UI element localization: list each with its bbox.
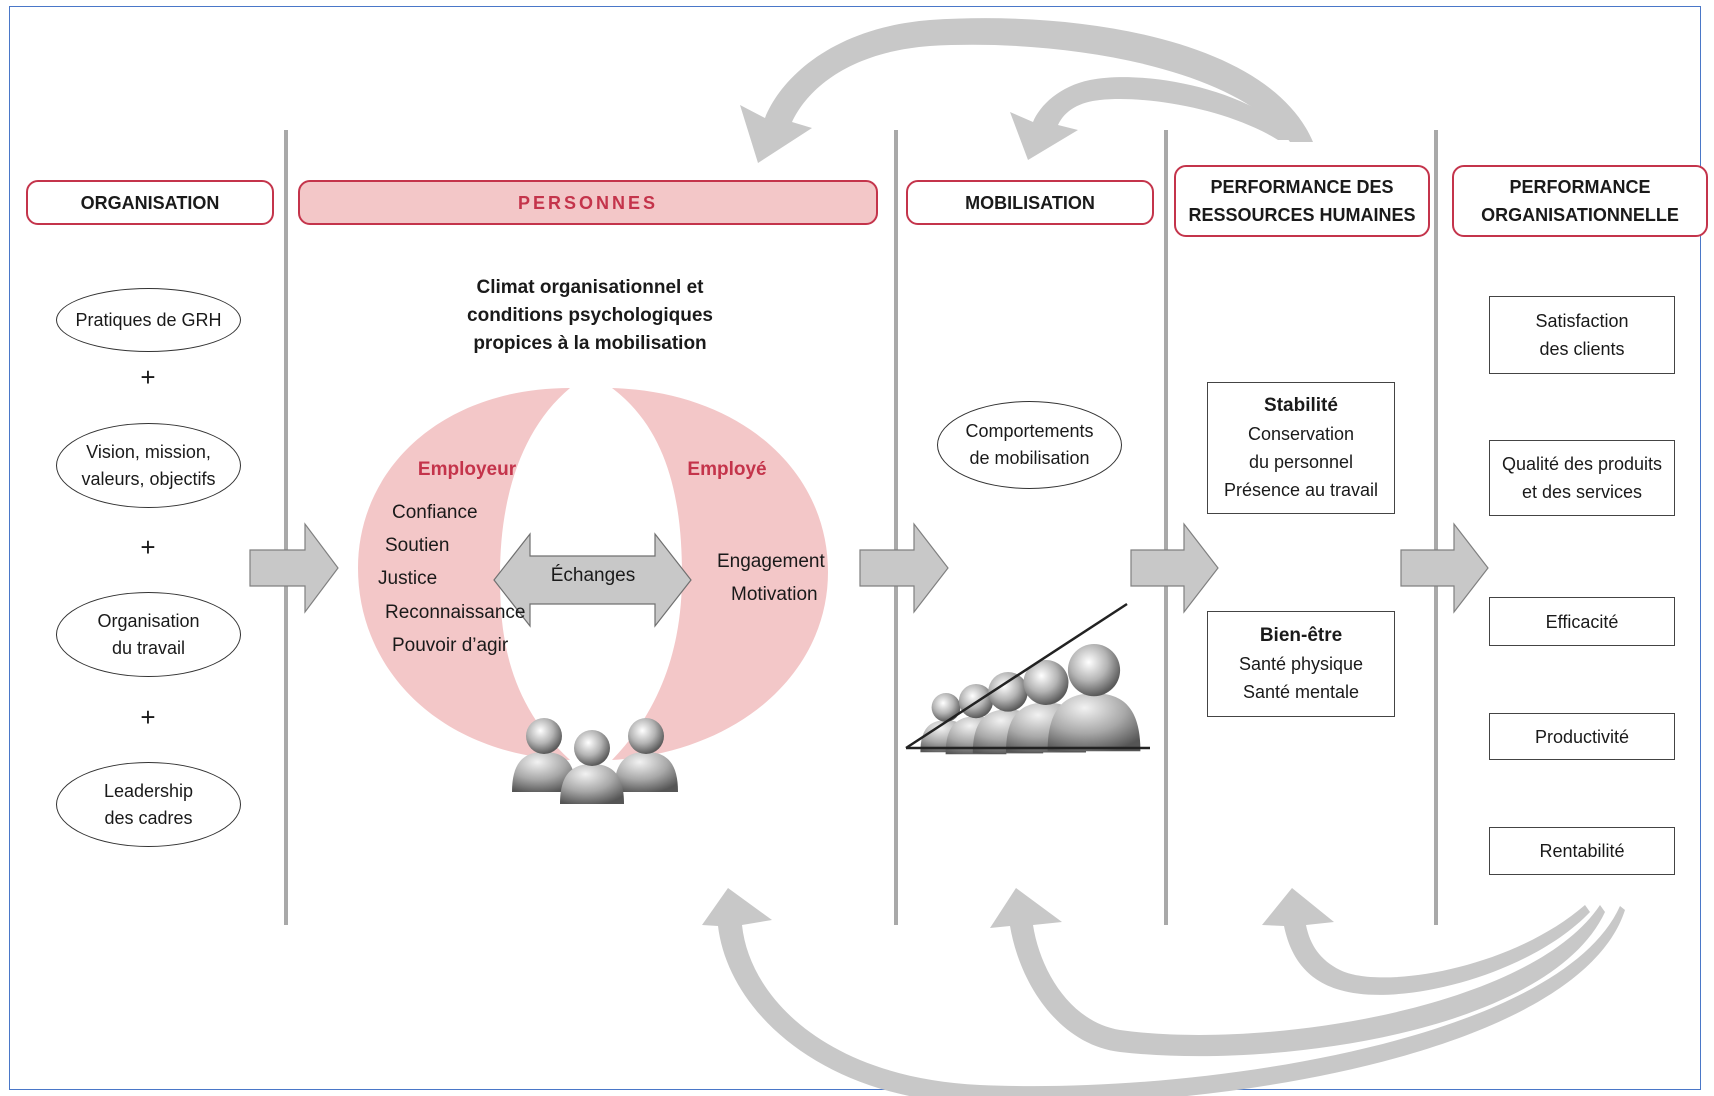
employeur-item: Confiance <box>392 502 478 523</box>
box-productivite: Productivité <box>1489 713 1675 760</box>
oval-pratiques-grh: Pratiques de GRH <box>56 288 241 352</box>
bien-etre-items: Santé physique Santé mentale <box>1238 654 1364 702</box>
box-stabilite: Stabilité Conservation du personnel Prés… <box>1207 382 1395 514</box>
employeur-item: Soutien <box>385 535 450 556</box>
stabilite-items: Conservation du personnel Présence au tr… <box>1223 424 1379 500</box>
header-organisation: ORGANISATION <box>26 180 274 225</box>
mobilisation-people-icon <box>905 602 1150 755</box>
employe-item: Engagement <box>717 551 825 572</box>
oval-organisation-travail: Organisation du travail <box>56 592 241 677</box>
header-perf-org-line2: ORGANISATIONNELLE <box>1481 205 1679 225</box>
climat-title-line1: Climat organisationnel et <box>476 277 704 298</box>
climat-lens <box>358 388 828 760</box>
box-rentabilite: Rentabilité <box>1489 827 1675 875</box>
header-perf-org-line1: PERFORMANCE <box>1509 177 1651 197</box>
bien-etre-title: Bien-être <box>1259 625 1343 646</box>
feedback-arrows-top <box>740 18 1313 163</box>
climat-title-line3: propices à la mobilisation <box>473 333 707 354</box>
plus-sign: + <box>140 532 156 562</box>
oval-leadership-cadres: Leadership des cadres <box>56 762 241 847</box>
box-satisfaction-clients: Satisfaction des clients <box>1489 296 1675 374</box>
employeur-item: Reconnaissance <box>385 602 526 623</box>
employe-item: Motivation <box>731 584 818 605</box>
climat-title-line2: conditions psychologiques <box>467 305 713 326</box>
header-personnes: PERSONNES <box>298 180 878 225</box>
header-perf-rh-line2: RESSOURCES HUMAINES <box>1188 205 1416 225</box>
header-performance-rh: PERFORMANCE DES RESSOURCES HUMAINES <box>1174 165 1430 237</box>
employeur-label: Employeur <box>417 459 517 480</box>
oval-vision-mission: Vision, mission, valeurs, objectifs <box>56 423 241 508</box>
box-bien-etre: Bien-être Santé physique Santé mentale <box>1207 611 1395 717</box>
header-performance-organisationnelle: PERFORMANCE ORGANISATIONNELLE <box>1452 165 1708 237</box>
employeur-item: Pouvoir d’agir <box>392 635 509 656</box>
box-qualite-produits: Qualité des produits et des services <box>1489 440 1675 516</box>
header-mobilisation: MOBILISATION <box>906 180 1154 225</box>
echanges-double-arrow <box>493 532 692 628</box>
flow-arrows <box>249 522 1489 614</box>
header-mobilisation-label: MOBILISATION <box>965 192 1095 213</box>
employeur-item: Justice <box>378 568 438 589</box>
echanges-label: Échanges <box>550 565 636 586</box>
oval-comportements-mobilisation: Comportements de mobilisation <box>937 401 1122 489</box>
employeur-item-list: Confiance <box>392 496 478 529</box>
plus-sign: + <box>140 362 156 392</box>
diagram-frame <box>9 6 1701 1090</box>
header-organisation-label: ORGANISATION <box>80 192 220 213</box>
employe-label: Employé <box>687 459 767 480</box>
people-group-icon <box>512 718 678 804</box>
employeur-item-list: Justice <box>378 562 437 595</box>
employeur-item-list: Pouvoir d’agir <box>392 629 508 662</box>
feedback-arrows-bottom <box>702 888 1625 1096</box>
employeur-item-list: Reconnaissance <box>385 596 525 629</box>
employeur-item-list: Soutien <box>385 529 449 562</box>
stabilite-title: Stabilité <box>1264 395 1338 416</box>
box-efficacite: Efficacité <box>1489 597 1675 646</box>
header-perf-rh-line1: PERFORMANCE DES <box>1210 177 1394 197</box>
climat-title: Climat organisationnel et conditions psy… <box>430 274 750 358</box>
header-personnes-label: PERSONNES <box>517 192 659 213</box>
column-separators <box>284 130 1438 925</box>
plus-sign: + <box>140 702 156 732</box>
